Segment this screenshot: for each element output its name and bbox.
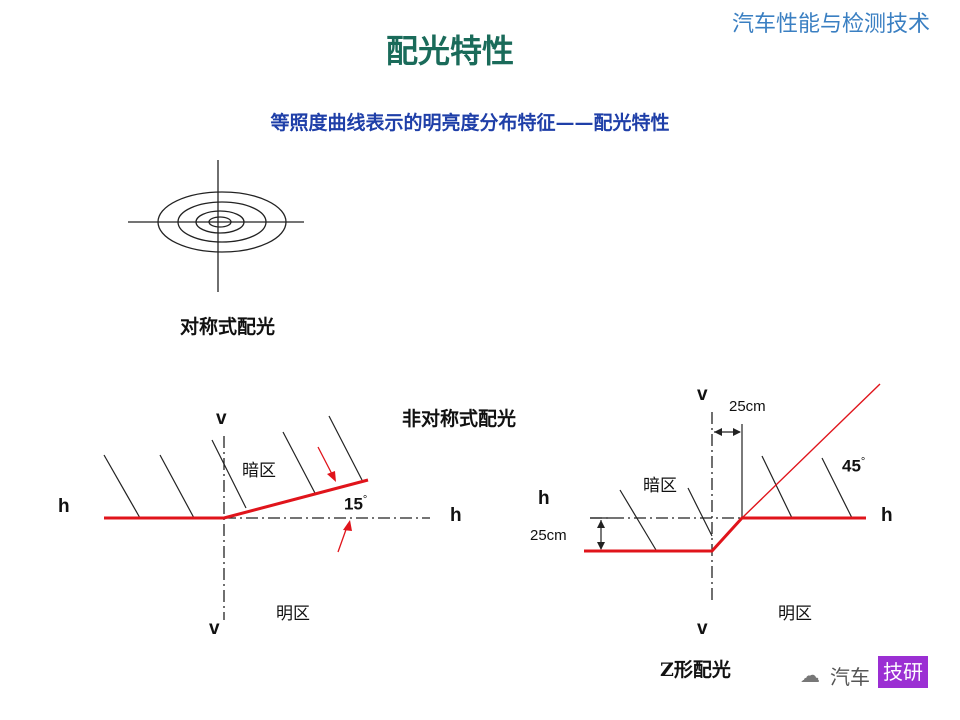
z-cutoff-line (584, 516, 866, 553)
z-angle-value: 45 (842, 456, 861, 476)
z-offset-v-arrow-up (597, 520, 605, 528)
z-dark-zone-label: 暗区 (643, 476, 677, 496)
course-title: 汽车性能与检测技术 (731, 12, 930, 37)
wechat-icon: ☁ (800, 663, 820, 687)
asym-cutoff-line (104, 478, 369, 520)
z-v-top-label: v (697, 384, 708, 405)
z-h-right-label: h (881, 505, 893, 526)
z-dark-hatching (619, 455, 853, 551)
asym-angle-value: 15 (344, 494, 363, 514)
z-45-degree-line (741, 383, 881, 519)
isolux-contour-inner (195, 210, 245, 234)
slide-title: 配光特性 (385, 32, 514, 70)
z-v-bottom-label: v (697, 618, 708, 639)
asymmetric-diagram (103, 415, 430, 620)
asym-angle-arrowhead-bottom (343, 520, 352, 531)
asym-v-bottom-label: v (209, 618, 220, 639)
z-offset-h-arrow-right (733, 428, 741, 436)
z-angle-unit: ° (860, 456, 866, 468)
z-h-left-label: h (538, 488, 550, 509)
watermark-badge: 技研 (878, 656, 928, 688)
asym-angle-arrowhead-top (327, 471, 336, 482)
z-offset-v-label: 25cm (530, 527, 567, 544)
asym-angle-label: 15° (344, 494, 367, 515)
asymmetric-caption: 非对称式配光 (402, 408, 517, 430)
z-angle-label: 45° (842, 456, 865, 477)
z-offset-h-label: 25cm (729, 398, 766, 415)
asym-dark-hatching (103, 415, 363, 519)
slide-subtitle: 等照度曲线表示的明亮度分布特征——配光特性 (270, 112, 670, 134)
asym-bright-zone-label: 明区 (276, 604, 310, 624)
asym-angle-unit: ° (362, 494, 368, 506)
asym-h-right-label: h (450, 505, 462, 526)
isolux-contour-middle (177, 201, 267, 243)
asym-dark-zone-label: 暗区 (242, 461, 276, 481)
watermark-text: 汽车 (830, 665, 870, 689)
z-bright-zone-label: 明区 (778, 604, 812, 624)
symmetric-diagram (128, 160, 304, 292)
z-offset-h-arrow-left (714, 428, 722, 436)
z-shape-caption: Z形配光 (660, 659, 731, 681)
asym-v-top-label: v (216, 408, 227, 429)
symmetric-caption: 对称式配光 (180, 316, 276, 338)
z-offset-v-arrow-down (597, 542, 605, 550)
asym-h-left-label: h (58, 496, 70, 517)
isolux-contour-outer (157, 191, 287, 253)
z-shape-diagram (584, 383, 881, 600)
isolux-contour-core (208, 216, 232, 228)
